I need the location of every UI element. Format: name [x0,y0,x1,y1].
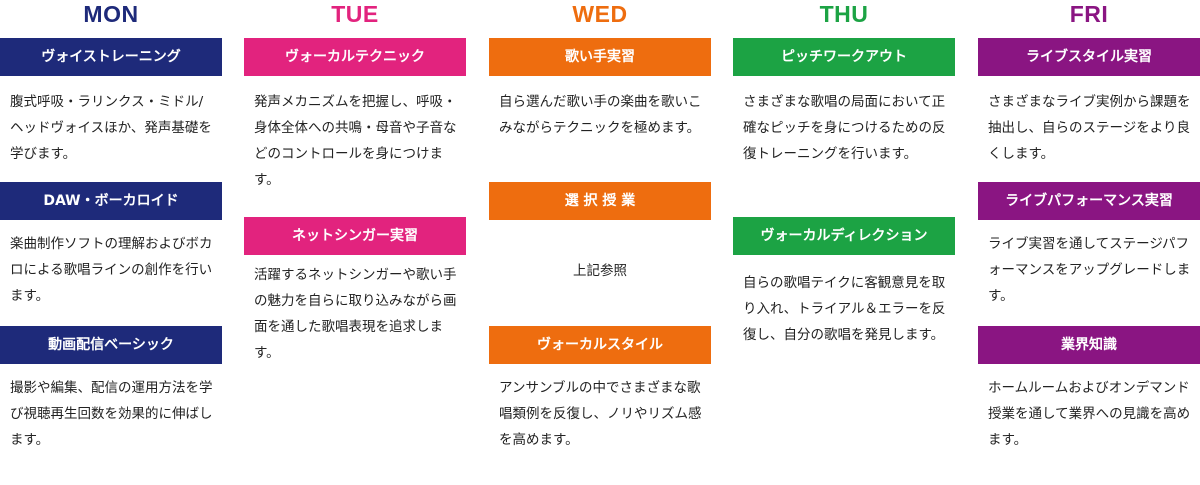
class-title-bar: ヴォーカルスタイル [489,326,711,364]
day-heading-tue: TUE [331,1,379,27]
class-title-bar: 業界知識 [978,326,1200,364]
class-description: 活躍するネットシンガーや歌い手の魅力を自らに取り込みながら画面を通した歌唱表現を… [254,267,457,361]
day-heading-mon: MON [83,1,139,27]
class-description: 撮影や編集、配信の運用方法を学び視聴再生回数を効果的に伸ばします。 [10,380,213,448]
class-title-bar: 歌い手実習 [489,38,711,76]
class-title-bar: 動画配信ベーシック [0,326,222,364]
column-wed: WED 歌い手実習 自ら選んだ歌い手の楽曲を歌いこみながらテクニックを極めます。… [489,0,711,448]
class-title-bar: ライブスタイル実習 [978,38,1200,76]
column-mon: MON ヴォイストレーニング 腹式呼吸・ラリンクス・ミドル/ヘッドヴォイスほか、… [0,0,222,448]
class-title-bar: ライブパフォーマンス実習 [978,182,1200,220]
day-heading-fri: FRI [1069,1,1109,27]
day-heading-thu: THU [819,1,869,27]
class-description: 腹式呼吸・ラリンクス・ミドル/ヘッドヴォイスほか、発声基礎を学びます。 [10,94,212,162]
class-description: 上記参照 [573,263,627,279]
class-title-bar: ピッチワークアウト [733,38,955,76]
class-description: 自らの歌唱テイクに客観意見を取り入れ、トライアル＆エラーを反復し、自分の歌唱を発… [743,275,946,343]
class-title-bar: 選 択 授 業 [489,182,711,220]
class-description: 楽曲制作ソフトの理解およびボカロによる歌唱ラインの創作を行います。 [10,236,213,304]
class-description: ホームルームおよびオンデマンド授業を通して業界への見識を高めます。 [988,380,1191,448]
class-description: ライブ実習を通してステージパフォーマンスをアップグレードします。 [988,236,1191,304]
class-title-bar: ネットシンガー実習 [244,217,466,255]
class-description: アンサンブルの中でさまざまな歌唱類例を反復し、ノリやリズム感を高めます。 [499,380,702,448]
class-description: 自ら選んだ歌い手の楽曲を歌いこみながらテクニックを極めます。 [499,94,702,136]
class-title-bar: ヴォーカルテクニック [244,38,466,76]
class-description: 発声メカニズムを把握し、呼吸・身体全体への共鳴・母音や子音などのコントロールを身… [254,94,457,188]
class-title-bar: ヴォーカルディレクション [733,217,955,255]
column-thu: THU ピッチワークアウト さまざまな歌唱の局面において正確なピッチを身につける… [733,0,955,343]
class-title-bar: ヴォイストレーニング [0,38,222,76]
day-heading-wed: WED [572,1,628,27]
column-fri: FRI ライブスタイル実習 さまざまなライブ実例から課題を抽出し、自らのステージ… [978,0,1200,448]
class-description: さまざまなライブ実例から課題を抽出し、自らのステージをより良くします。 [988,94,1191,162]
class-title-bar: DAW・ボーカロイド [0,182,222,220]
class-description: さまざまな歌唱の局面において正確なピッチを身につけるための反復トレーニングを行い… [743,94,946,162]
column-tue: TUE ヴォーカルテクニック 発声メカニズムを把握し、呼吸・身体全体への共鳴・母… [244,0,466,361]
